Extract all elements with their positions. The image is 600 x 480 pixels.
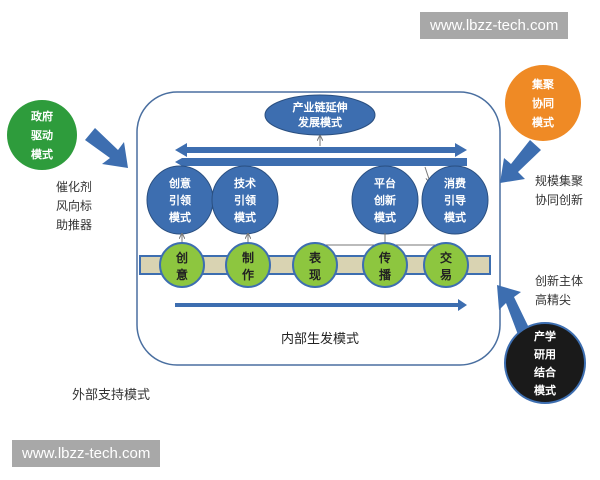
mode-text: 消费: [444, 176, 466, 190]
svg-text:传: 传: [378, 250, 391, 265]
svg-text:驱动: 驱动: [31, 128, 53, 142]
svg-text:创: 创: [175, 250, 188, 265]
arrow-cluster: [500, 140, 541, 183]
svg-text:模式: 模式: [374, 210, 396, 224]
mode-text: 创意: [168, 176, 191, 190]
iur-circle: [504, 322, 586, 404]
top-text: 产业链延伸: [293, 100, 348, 114]
svg-text:引领: 引领: [169, 193, 191, 207]
mode-text: 模式: [169, 210, 191, 224]
chain-text: 意: [176, 267, 188, 282]
cluster-circle: [505, 65, 581, 141]
mode-text: 模式: [374, 210, 396, 224]
mode-text: 引领: [169, 193, 191, 207]
svg-text:模式: 模式: [534, 383, 556, 397]
svg-text:引领: 引领: [234, 193, 256, 207]
svg-text:作: 作: [242, 267, 254, 282]
mode-text: 平台: [374, 176, 396, 190]
chain-circle: [362, 242, 408, 288]
watermark-bottom: www.lbzz-tech.com: [12, 440, 161, 467]
svg-text:创新: 创新: [373, 193, 396, 207]
svg-text:协同: 协同: [532, 96, 554, 110]
svg-text:发展模式: 发展模式: [297, 115, 342, 129]
svg-text:结合: 结合: [533, 365, 557, 379]
svg-text:研用: 研用: [534, 348, 556, 361]
svg-text:模式: 模式: [31, 147, 53, 161]
watermark-top: www.lbzz-tech.com: [420, 12, 569, 39]
mode-text: 创新: [373, 193, 396, 207]
svg-text:产学: 产学: [534, 329, 556, 343]
chain-text: 播: [379, 267, 392, 282]
svg-text:集聚: 集聚: [531, 77, 555, 91]
mode-text: 模式: [444, 210, 466, 224]
svg-text:播: 播: [379, 267, 392, 282]
arrow-iur: [497, 285, 530, 340]
chain-circle: [225, 242, 271, 288]
internal-frame: [136, 91, 501, 366]
chain-text: 交: [440, 250, 452, 265]
svg-text:易: 易: [440, 268, 452, 282]
svg-text:模式: 模式: [444, 210, 466, 224]
chain-text: 表: [308, 250, 322, 265]
mode-text: 引领: [234, 193, 256, 207]
gov-circle: [7, 100, 77, 170]
svg-text:现: 现: [309, 268, 321, 282]
external-label: 外部支持模式: [72, 388, 151, 403]
mode-text: 模式: [234, 210, 256, 224]
chain-circle: [292, 242, 338, 288]
svg-text:模式: 模式: [169, 210, 191, 224]
mode-text: 引导: [444, 193, 466, 207]
svg-text:引导: 引导: [444, 193, 466, 207]
svg-text:交: 交: [440, 250, 452, 265]
arrow-gov: [85, 128, 128, 168]
iur-note: 创新主体 高精尖: [535, 274, 584, 307]
mode-ellipse: [421, 165, 489, 235]
svg-text:政府: 政府: [31, 109, 53, 123]
svg-text:制: 制: [242, 250, 254, 265]
svg-text:模式: 模式: [234, 210, 256, 224]
svg-text:表: 表: [308, 250, 322, 265]
svg-text:内部生发模式: 内部生发模式: [281, 331, 359, 347]
gov-note: 催化剂 风向标 助推器: [56, 180, 93, 232]
internal-label: 内部生发模式: [281, 331, 359, 347]
chain-text: 制: [242, 250, 254, 265]
chain-circle: [423, 242, 469, 288]
chain-circle: [159, 242, 205, 288]
svg-text:技术: 技术: [234, 176, 256, 190]
svg-text:平台: 平台: [374, 176, 396, 190]
bar: [175, 158, 467, 166]
external-arrows: [85, 128, 541, 340]
chain-text: 创: [175, 250, 188, 265]
top-text: 发展模式: [297, 115, 342, 129]
double-arrow-bar: [175, 143, 467, 157]
svg-text:消费: 消费: [444, 176, 466, 190]
chain-text: 易: [440, 268, 452, 282]
bottom-arrow: [175, 299, 467, 311]
svg-text:意: 意: [176, 267, 188, 282]
cluster-note: 规模集聚 协同创新: [535, 174, 584, 207]
chain-text: 现: [309, 268, 321, 282]
chain-text: 作: [242, 267, 254, 282]
svg-text:创意: 创意: [168, 176, 191, 190]
svg-text:产业链延伸: 产业链延伸: [293, 100, 348, 114]
chain-text: 传: [378, 250, 391, 265]
mode-text: 技术: [234, 176, 256, 190]
svg-text:模式: 模式: [532, 115, 554, 129]
